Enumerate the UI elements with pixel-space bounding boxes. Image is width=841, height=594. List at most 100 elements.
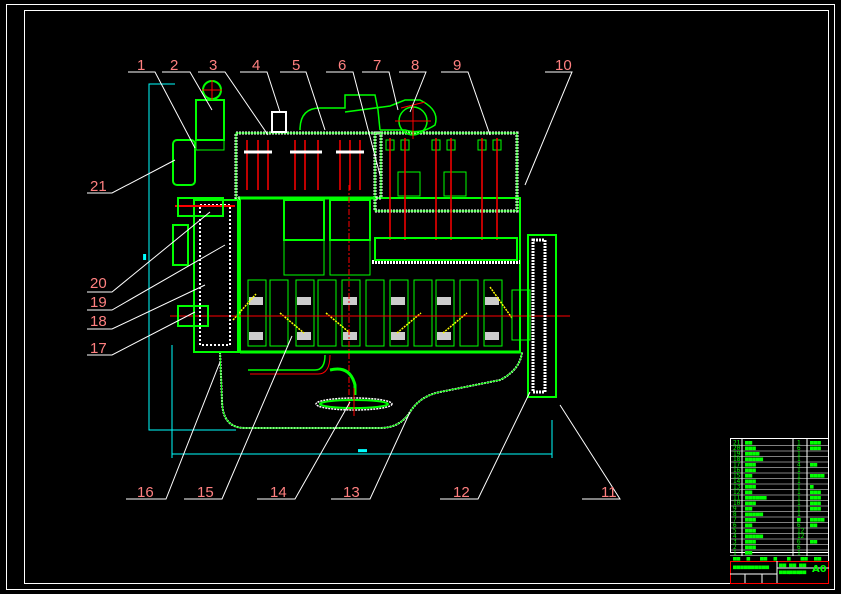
valves-left	[246, 140, 361, 190]
height-dimension-value: ■■	[142, 254, 148, 260]
part-number: 14	[733, 478, 741, 485]
part-quantity: 1	[797, 440, 801, 447]
part-number: 6	[733, 522, 737, 529]
part-number: 5	[733, 528, 737, 535]
callout-21: 21	[90, 178, 107, 195]
crankshaft	[232, 279, 513, 347]
part-material: ■■	[810, 522, 818, 529]
callout-5: 5	[292, 57, 300, 74]
part-number: 17	[733, 462, 741, 469]
part-quantity: ■	[797, 517, 801, 524]
callout-9: 9	[453, 57, 461, 74]
title-block-cell: ■■	[799, 562, 807, 569]
callout-1: 1	[137, 57, 145, 74]
flywheel	[531, 238, 547, 394]
part-number: 2	[733, 544, 737, 551]
part-quantity: 6	[797, 522, 801, 529]
inner-drawing-frame	[24, 10, 829, 584]
part-material: ■■■	[810, 445, 821, 452]
intake-manifold	[299, 94, 381, 131]
part-name: ■■■	[745, 544, 756, 551]
part-material: ■■■	[810, 500, 821, 507]
part-quantity: 1	[797, 473, 801, 480]
title-block-cell: ■■	[799, 569, 807, 576]
title-block: 21■■1■■■20■■■6■■■19■■■■118■■■■■117■■■4■■…	[730, 438, 829, 584]
part-name: ■■■	[745, 539, 756, 546]
title-block-cell: ■■	[789, 562, 797, 569]
part-quantity: 1	[797, 500, 801, 507]
callout-11: 11	[601, 484, 617, 501]
part-quantity: 6	[797, 445, 801, 452]
part-quantity: 1	[797, 495, 801, 502]
part-name: ■■■	[745, 484, 756, 491]
part-material: ■■■■	[810, 473, 825, 480]
part-quantity: 12	[797, 528, 805, 535]
part-name: ■■	[745, 522, 753, 529]
parts-list-header-cell: ■■	[801, 556, 809, 563]
piston	[283, 239, 325, 276]
callout-13: 13	[343, 484, 360, 501]
part-name: ■■	[745, 489, 753, 496]
part-material: ■■■	[810, 440, 821, 447]
part-name: ■■	[745, 550, 753, 557]
part-name: ■■■	[745, 445, 756, 452]
part-number: 10	[733, 500, 741, 507]
callout-12: 12	[453, 484, 470, 501]
part-quantity: 1	[797, 489, 801, 496]
length-dimension-value: ■■■	[358, 448, 367, 454]
fuel-pump	[344, 99, 437, 133]
part-number: 1	[733, 550, 737, 557]
part-material: ■■■	[810, 506, 821, 513]
camshaft-housing	[374, 237, 518, 261]
leader-lines	[87, 71, 621, 500]
part-material: ■■■■	[810, 517, 825, 524]
part-quantity: 1	[797, 467, 801, 474]
title-block-cell: ■■■	[779, 569, 790, 576]
part-quantity: 1	[797, 511, 801, 518]
part-name: ■■■	[745, 467, 756, 474]
callout-19: 19	[90, 294, 107, 311]
part-number: 18	[733, 456, 741, 463]
part-number: 9	[733, 506, 737, 513]
part-material: ■■	[810, 539, 818, 546]
part-name: ■■■■■	[745, 533, 763, 540]
part-quantity: 1	[797, 550, 801, 557]
timing-gear-housing	[193, 199, 239, 353]
part-quantity: 1	[797, 456, 801, 463]
part-number: 12	[733, 489, 741, 496]
part-quantity: 1	[797, 478, 801, 485]
title-block-cell: ■■■	[789, 569, 800, 576]
part-name: ■■■	[745, 500, 756, 507]
part-material: ■■■	[810, 489, 821, 496]
part-name: ■■■■	[745, 451, 760, 458]
part-number: 4	[733, 533, 737, 540]
callout-10: 10	[555, 57, 572, 74]
part-quantity: 6	[797, 539, 801, 546]
parts-list-header-cell: ■	[774, 556, 778, 563]
part-number: 16	[733, 467, 741, 474]
callout-16: 16	[137, 484, 154, 501]
part-quantity: 12	[797, 533, 805, 540]
dimension-lines	[148, 83, 553, 458]
flywheel-housing	[527, 234, 557, 398]
engine-section-view	[170, 80, 570, 429]
fan-hub	[177, 197, 224, 217]
part-number: 11	[733, 495, 741, 502]
part-quantity: 1	[797, 484, 801, 491]
part-number: 7	[733, 517, 737, 524]
callout-15: 15	[197, 484, 214, 501]
oil-suction-pipe	[248, 354, 326, 371]
drawing-name: ■■■■■■■■■■	[733, 564, 770, 571]
part-name: ■■	[745, 440, 753, 447]
part-number: 19	[733, 451, 741, 458]
part-quantity: 1	[797, 451, 801, 458]
part-number: 20	[733, 445, 741, 452]
part-material: ■■■	[810, 495, 821, 502]
cylinder-bore-2	[329, 199, 371, 241]
part-material: ■■	[810, 462, 818, 469]
part-number: 13	[733, 484, 741, 491]
parts-list-header-cell: ■	[787, 556, 791, 563]
callout-2: 2	[170, 57, 178, 74]
parts-list-header-cell: ■	[747, 556, 751, 563]
